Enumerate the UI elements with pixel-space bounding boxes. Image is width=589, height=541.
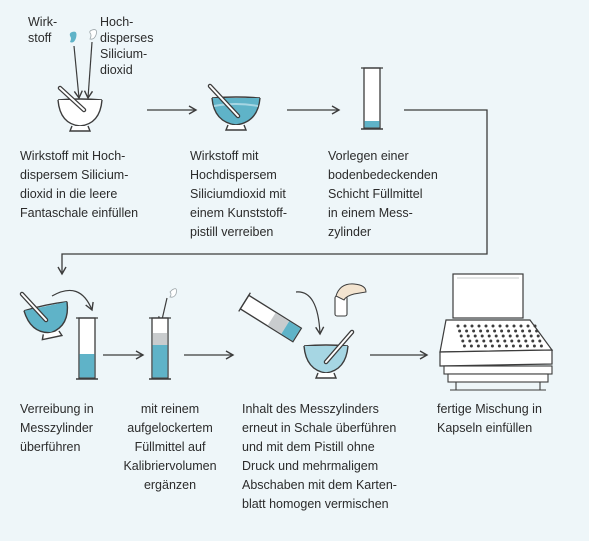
capsule-hole — [472, 329, 476, 333]
capsule-hole — [500, 329, 504, 333]
capsule-hole — [522, 334, 526, 338]
capsule-hole — [533, 324, 537, 328]
capsule-hole — [524, 339, 528, 343]
capsule-hole — [480, 334, 484, 338]
capsule-hole — [526, 324, 530, 328]
capsule-hole — [531, 339, 535, 343]
capsule-hole — [469, 344, 473, 348]
capsule-hole — [477, 324, 481, 328]
capsule-hole — [494, 334, 498, 338]
capsule-hole — [491, 324, 495, 328]
hand-card-icon — [334, 283, 367, 317]
silicium-drop-icon — [89, 29, 97, 40]
capsule-hole — [462, 344, 466, 348]
capsule-hole — [475, 339, 479, 343]
capsule-machine-icon — [439, 273, 554, 391]
wirkstoff-drop-icon — [69, 31, 77, 43]
capsule-hole — [493, 329, 497, 333]
capsule-hole — [463, 324, 467, 328]
capsule-hole — [489, 339, 493, 343]
capsule-hole — [465, 329, 469, 333]
capsule-hole — [525, 344, 529, 348]
capsule-hole — [470, 324, 474, 328]
capsule-hole — [503, 339, 507, 343]
capsule-hole — [508, 334, 512, 338]
capsule-hole — [512, 324, 516, 328]
step-2-text: Wirkstoff mit Hochdispersem Siliciumdiox… — [190, 149, 288, 239]
capsule-hole — [532, 344, 536, 348]
capsule-hole — [473, 334, 477, 338]
step-1-text: Wirkstoff mit Hoch- dispersem Silicium- … — [20, 149, 139, 220]
mortar-empty-icon — [57, 85, 103, 132]
wirkstoff-label: Wirk- stoff — [28, 15, 58, 45]
capsule-hole — [459, 334, 463, 338]
capsule-hole — [461, 339, 465, 343]
capsule-hole — [510, 339, 514, 343]
capsule-hole — [458, 329, 462, 333]
capsule-hole — [483, 344, 487, 348]
capsule-hole — [514, 329, 518, 333]
capsule-hole — [539, 344, 543, 348]
capsule-hole — [528, 329, 532, 333]
capsule-hole — [536, 334, 540, 338]
capsule-hole — [479, 329, 483, 333]
measuring-cylinder-icon — [361, 67, 383, 130]
capsule-hole — [476, 344, 480, 348]
capsule-hole — [515, 334, 519, 338]
step-3-text: Vorlegen einer bodenbedeckenden Schicht … — [328, 149, 438, 239]
capsule-hole — [511, 344, 515, 348]
capsule-hole — [497, 344, 501, 348]
capsule-hole — [466, 334, 470, 338]
capsule-hole — [486, 329, 490, 333]
capsule-hole — [498, 324, 502, 328]
filler-powder-icon — [169, 288, 177, 298]
capsule-hole — [535, 329, 539, 333]
capsule-hole — [507, 329, 511, 333]
cylinder-tilted-icon — [238, 292, 303, 343]
capsule-hole — [482, 339, 486, 343]
step-7-text: fertige Mischung in Kapseln einfüllen — [437, 402, 542, 435]
mortar-pouring-icon — [19, 291, 69, 341]
capsule-hole — [496, 339, 500, 343]
capsule-hole — [529, 334, 533, 338]
step-6-text: Inhalt des Messzylinders erneut in Schal… — [242, 402, 397, 511]
mortar-mixing-icon — [207, 83, 261, 131]
capsule-hole — [504, 344, 508, 348]
capsule-hole — [484, 324, 488, 328]
capsule-hole — [538, 339, 542, 343]
capsule-hole — [490, 344, 494, 348]
capsule-hole — [456, 324, 460, 328]
step-4-text: Verreibung in Messzylinder überführen — [20, 402, 94, 454]
mortar-mixing-final-icon — [303, 329, 355, 379]
step-5-text: mit reinem aufgelockertem Füllmittel auf… — [123, 402, 217, 492]
cylinder-calibrated-icon — [149, 317, 171, 380]
capsule-hole — [519, 324, 523, 328]
silicium-label: Hoch- disperses Silicium- dioxid — [100, 15, 154, 77]
capsule-hole — [505, 324, 509, 328]
capsule-hole — [521, 329, 525, 333]
capsule-hole — [487, 334, 491, 338]
capsule-hole — [501, 334, 505, 338]
capsule-hole — [518, 344, 522, 348]
capsule-hole — [468, 339, 472, 343]
capsule-hole — [517, 339, 521, 343]
cylinder-filled-icon — [76, 317, 98, 380]
